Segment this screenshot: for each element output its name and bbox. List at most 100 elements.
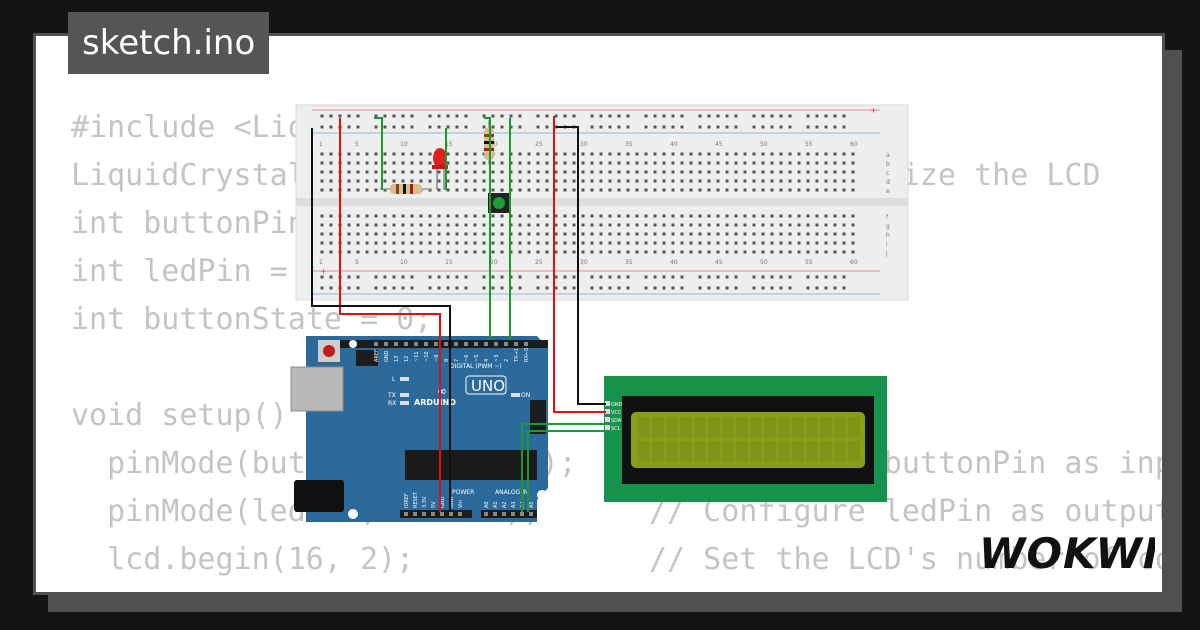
breadboard-hole[interactable] bbox=[320, 286, 324, 290]
breadboard-hole[interactable] bbox=[752, 232, 756, 236]
wires[interactable] bbox=[311, 116, 606, 512]
digital-pin[interactable] bbox=[504, 342, 508, 346]
breadboard-hole[interactable] bbox=[320, 275, 324, 279]
breadboard-hole[interactable] bbox=[365, 223, 369, 227]
breadboard-hole[interactable] bbox=[644, 223, 648, 227]
breadboard-hole[interactable] bbox=[797, 250, 801, 254]
breadboard-hole[interactable] bbox=[626, 241, 630, 245]
breadboard-hole[interactable] bbox=[698, 286, 702, 290]
breadboard-hole[interactable] bbox=[608, 170, 612, 174]
breadboard-hole[interactable] bbox=[833, 152, 837, 156]
breadboard-hole[interactable] bbox=[536, 114, 540, 118]
breadboard-hole[interactable] bbox=[689, 170, 693, 174]
breadboard-hole[interactable] bbox=[572, 286, 576, 290]
breadboard-hole[interactable] bbox=[500, 232, 504, 236]
breadboard-hole[interactable] bbox=[554, 223, 558, 227]
breadboard-hole[interactable] bbox=[446, 250, 450, 254]
breadboard[interactable]: + + 115510101515202025253030353540404545… bbox=[295, 104, 909, 301]
breadboard-hole[interactable] bbox=[833, 241, 837, 245]
breadboard-hole[interactable] bbox=[419, 223, 423, 227]
breadboard-hole[interactable] bbox=[761, 214, 765, 218]
wokwi-logo[interactable]: WOKWI bbox=[975, 524, 1155, 580]
breadboard-hole[interactable] bbox=[383, 179, 387, 183]
breadboard-hole[interactable] bbox=[662, 286, 666, 290]
breadboard-hole[interactable] bbox=[374, 223, 378, 227]
breadboard-hole[interactable] bbox=[779, 286, 783, 290]
breadboard-hole[interactable] bbox=[617, 223, 621, 227]
breadboard-hole[interactable] bbox=[347, 170, 351, 174]
breadboard-hole[interactable] bbox=[698, 114, 702, 118]
breadboard-hole[interactable] bbox=[689, 250, 693, 254]
breadboard-hole[interactable] bbox=[545, 250, 549, 254]
breadboard-hole[interactable] bbox=[842, 250, 846, 254]
breadboard-hole[interactable] bbox=[356, 286, 360, 290]
lcd-pin[interactable] bbox=[605, 409, 610, 414]
breadboard-hole[interactable] bbox=[770, 214, 774, 218]
breadboard-hole[interactable] bbox=[572, 232, 576, 236]
breadboard-hole[interactable] bbox=[464, 250, 468, 254]
breadboard-hole[interactable] bbox=[842, 214, 846, 218]
breadboard-hole[interactable] bbox=[608, 223, 612, 227]
breadboard-hole[interactable] bbox=[356, 232, 360, 236]
breadboard-hole[interactable] bbox=[482, 125, 486, 129]
breadboard-hole[interactable] bbox=[464, 179, 468, 183]
breadboard-hole[interactable] bbox=[761, 152, 765, 156]
breadboard-hole[interactable] bbox=[437, 250, 441, 254]
breadboard-hole[interactable] bbox=[374, 232, 378, 236]
breadboard-hole[interactable] bbox=[464, 232, 468, 236]
breadboard-hole[interactable] bbox=[410, 125, 414, 129]
breadboard-hole[interactable] bbox=[842, 152, 846, 156]
breadboard-hole[interactable] bbox=[374, 170, 378, 174]
breadboard-hole[interactable] bbox=[482, 223, 486, 227]
breadboard-hole[interactable] bbox=[707, 161, 711, 165]
analog-pin[interactable] bbox=[502, 512, 506, 516]
breadboard-hole[interactable] bbox=[473, 250, 477, 254]
breadboard-hole[interactable] bbox=[320, 188, 324, 192]
breadboard-hole[interactable] bbox=[653, 232, 657, 236]
breadboard-hole[interactable] bbox=[590, 152, 594, 156]
breadboard-hole[interactable] bbox=[725, 223, 729, 227]
breadboard-hole[interactable] bbox=[518, 188, 522, 192]
breadboard-hole[interactable] bbox=[410, 179, 414, 183]
breadboard-hole[interactable] bbox=[842, 188, 846, 192]
breadboard-hole[interactable] bbox=[725, 214, 729, 218]
breadboard-hole[interactable] bbox=[779, 152, 783, 156]
breadboard-hole[interactable] bbox=[734, 250, 738, 254]
breadboard-hole[interactable] bbox=[383, 223, 387, 227]
breadboard-hole[interactable] bbox=[518, 125, 522, 129]
breadboard-hole[interactable] bbox=[500, 161, 504, 165]
breadboard-hole[interactable] bbox=[545, 241, 549, 245]
breadboard-hole[interactable] bbox=[464, 114, 468, 118]
breadboard-hole[interactable] bbox=[707, 214, 711, 218]
breadboard-hole[interactable] bbox=[554, 188, 558, 192]
breadboard-hole[interactable] bbox=[806, 114, 810, 118]
breadboard-hole[interactable] bbox=[743, 152, 747, 156]
breadboard-hole[interactable] bbox=[446, 125, 450, 129]
breadboard-hole[interactable] bbox=[797, 161, 801, 165]
breadboard-hole[interactable] bbox=[779, 161, 783, 165]
breadboard-hole[interactable] bbox=[716, 152, 720, 156]
breadboard-hole[interactable] bbox=[446, 286, 450, 290]
breadboard-hole[interactable] bbox=[770, 223, 774, 227]
lcd-pin[interactable] bbox=[605, 417, 610, 422]
breadboard-hole[interactable] bbox=[761, 161, 765, 165]
breadboard-hole[interactable] bbox=[797, 170, 801, 174]
breadboard-hole[interactable] bbox=[806, 250, 810, 254]
breadboard-hole[interactable] bbox=[347, 241, 351, 245]
breadboard-hole[interactable] bbox=[797, 232, 801, 236]
breadboard-hole[interactable] bbox=[707, 275, 711, 279]
breadboard-hole[interactable] bbox=[824, 179, 828, 183]
breadboard-hole[interactable] bbox=[590, 170, 594, 174]
breadboard-hole[interactable] bbox=[662, 188, 666, 192]
breadboard-hole[interactable] bbox=[644, 188, 648, 192]
breadboard-hole[interactable] bbox=[401, 179, 405, 183]
breadboard-hole[interactable] bbox=[644, 214, 648, 218]
breadboard-hole[interactable] bbox=[545, 179, 549, 183]
breadboard-hole[interactable] bbox=[518, 241, 522, 245]
breadboard-hole[interactable] bbox=[851, 152, 855, 156]
breadboard-hole[interactable] bbox=[590, 241, 594, 245]
breadboard-hole[interactable] bbox=[662, 241, 666, 245]
breadboard-hole[interactable] bbox=[464, 188, 468, 192]
breadboard-hole[interactable] bbox=[491, 223, 495, 227]
breadboard-hole[interactable] bbox=[590, 232, 594, 236]
